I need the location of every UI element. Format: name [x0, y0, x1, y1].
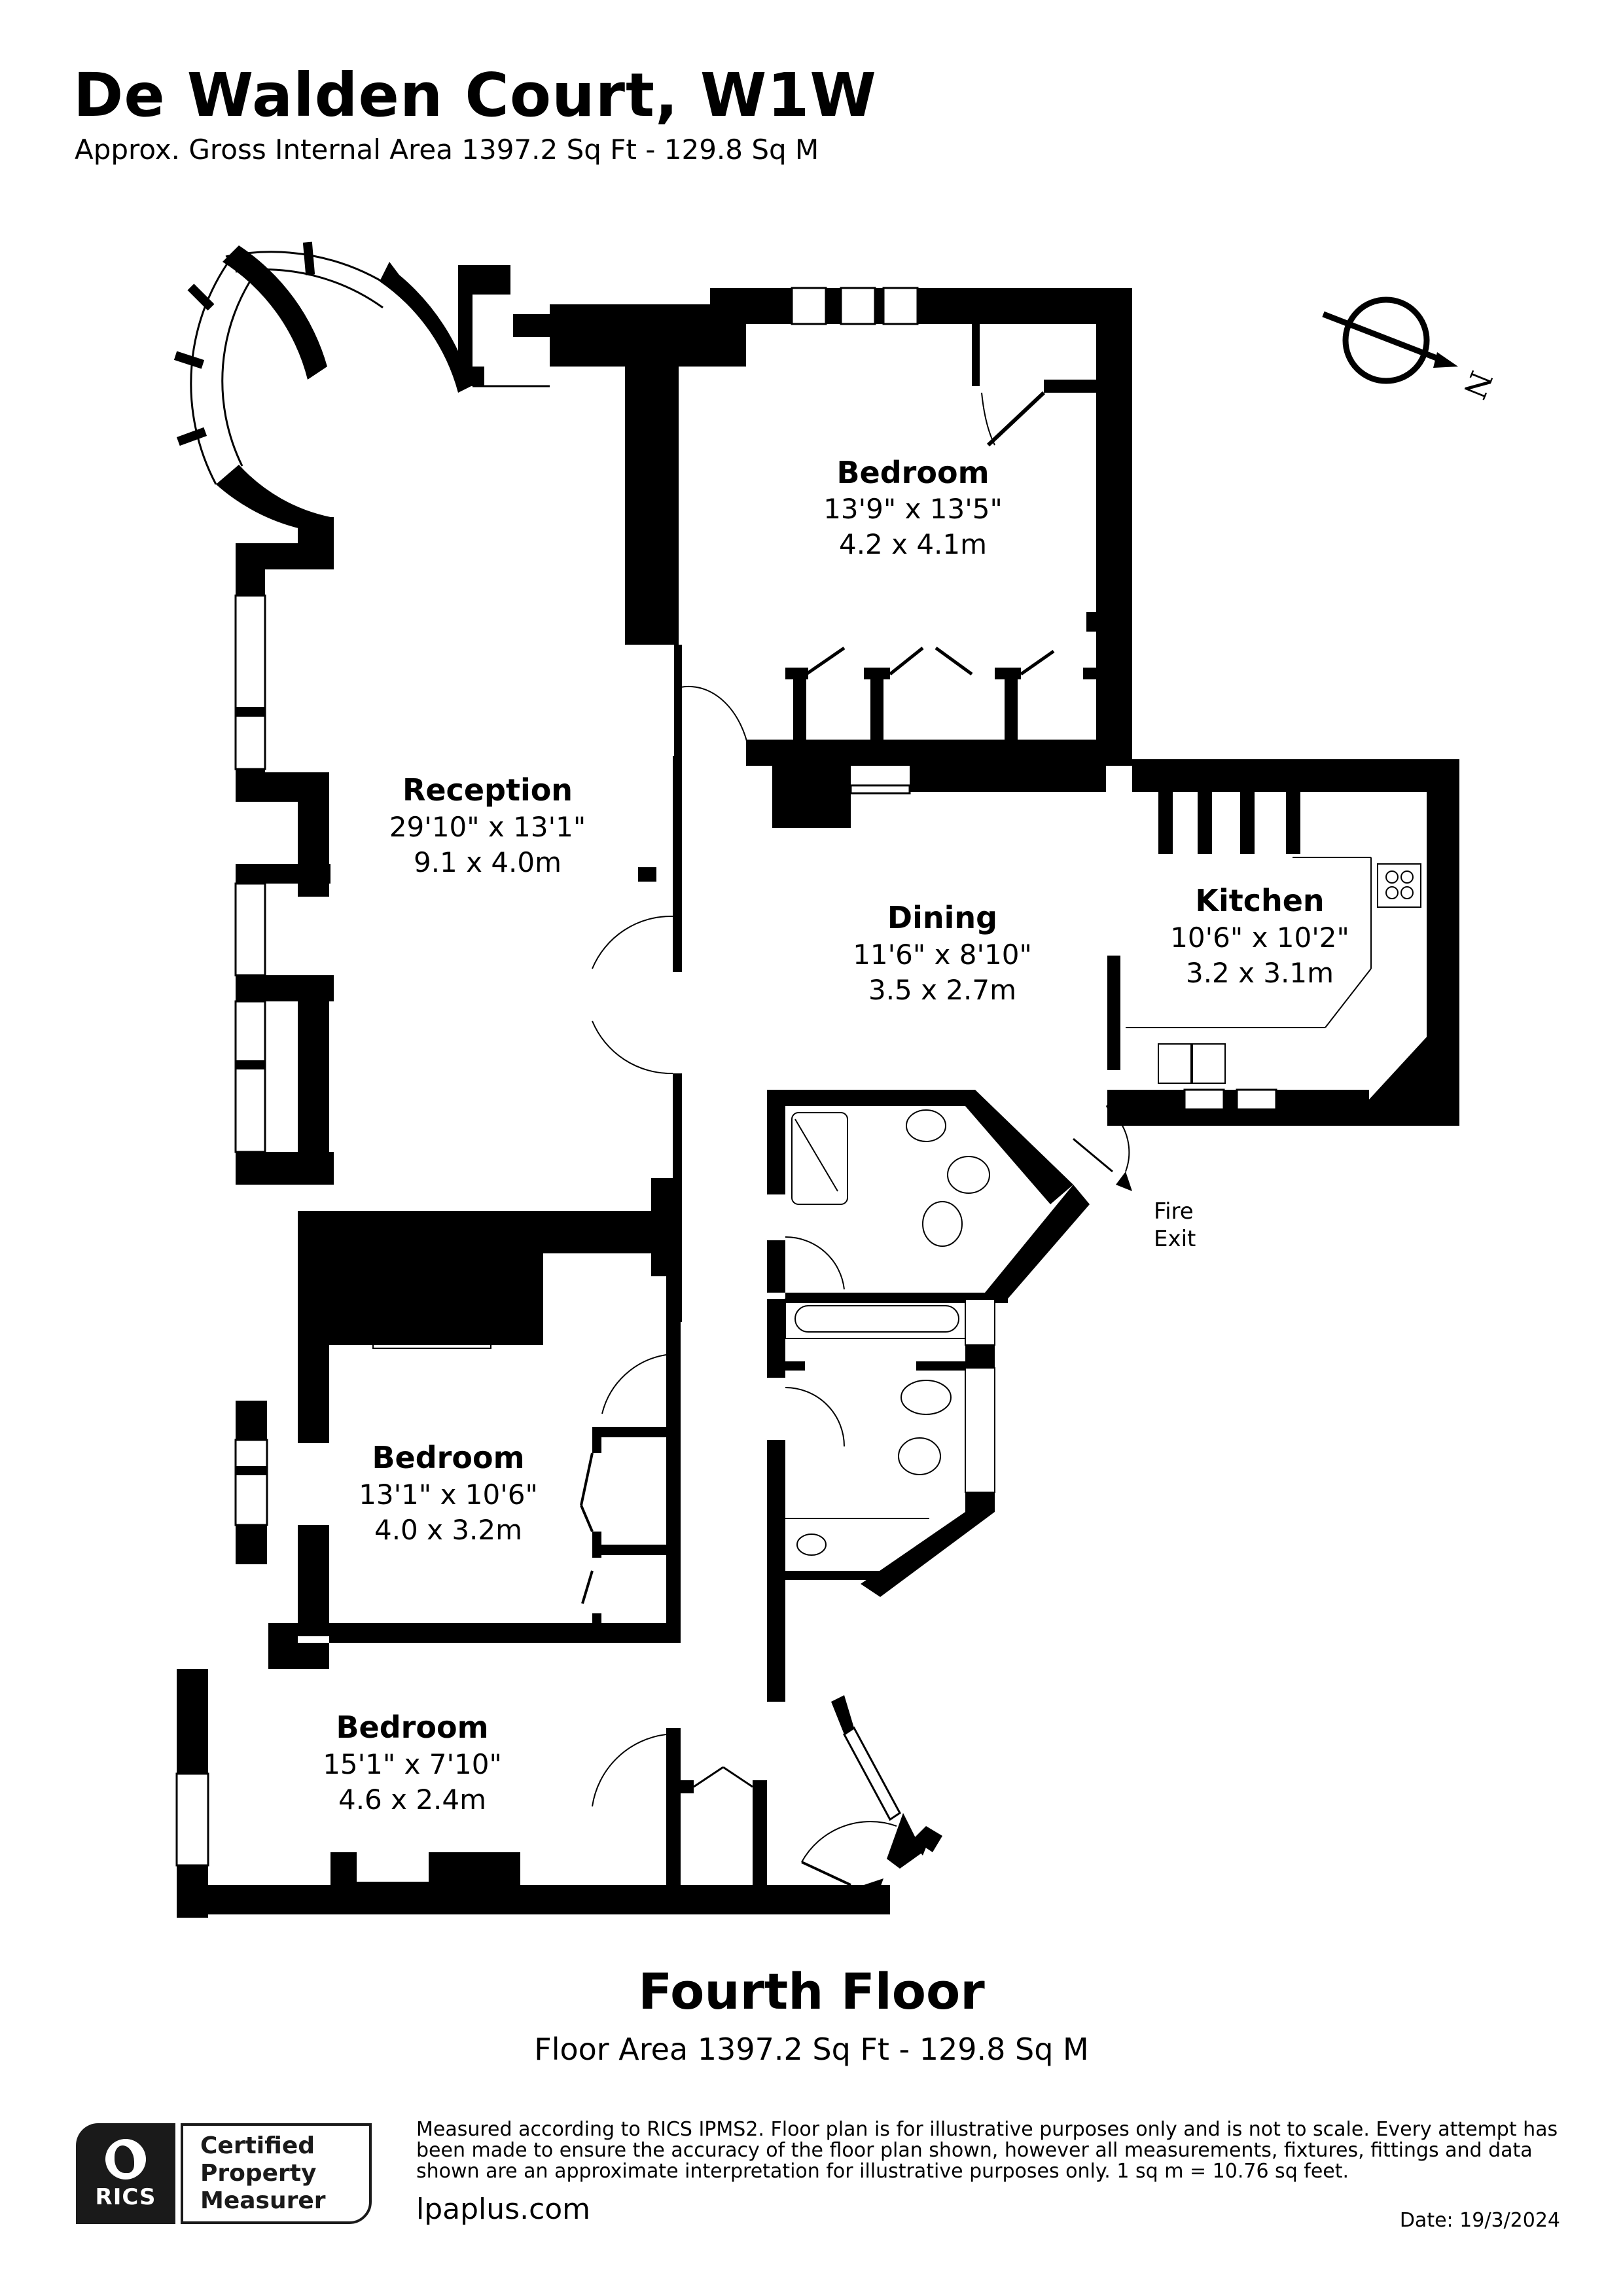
svg-text:10'6" x 10'2": 10'6" x 10'2"	[1170, 922, 1349, 954]
rics-certified-badge: RICS Certified Property Measurer	[76, 2123, 377, 2224]
room-label-reception: Reception 29'10" x 13'1" 9.1 x 4.0m	[389, 772, 586, 878]
svg-text:Dining: Dining	[887, 900, 997, 935]
rics-badge-text: Certified Property Measurer	[181, 2123, 372, 2224]
svg-text:Bedroom: Bedroom	[836, 455, 989, 490]
svg-text:13'9" x 13'5": 13'9" x 13'5"	[823, 493, 1003, 525]
svg-text:Reception: Reception	[402, 772, 573, 808]
north-label: N	[1457, 366, 1499, 404]
floor-title: Fourth Floor	[638, 1962, 985, 2020]
svg-text:Bedroom: Bedroom	[336, 1710, 488, 1745]
plan-date: Date: 19/3/2024	[1399, 2209, 1560, 2232]
room-label-bedroom-3: Bedroom 15'1" x 7'10" 4.6 x 2.4m	[323, 1710, 502, 1816]
lion-icon	[105, 2139, 146, 2179]
walls	[173, 242, 1459, 1918]
svg-text:13'1" x 10'6": 13'1" x 10'6"	[359, 1479, 538, 1511]
gross-internal-area: Approx. Gross Internal Area 1397.2 Sq Ft…	[75, 134, 819, 166]
svg-text:Kitchen: Kitchen	[1195, 883, 1324, 918]
room-label-kitchen: Kitchen 10'6" x 10'2" 3.2 x 3.1m	[1170, 883, 1349, 989]
svg-text:Fire: Fire	[1154, 1198, 1194, 1225]
disclaimer: Measured according to RICS IPMS2. Floor …	[416, 2118, 1558, 2183]
property-title: De Walden Court, W1W	[73, 60, 877, 130]
rics-logo: RICS	[76, 2123, 175, 2224]
svg-text:4.6 x 2.4m: 4.6 x 2.4m	[338, 1784, 486, 1816]
svg-text:3.5 x 2.7m: 3.5 x 2.7m	[868, 974, 1016, 1006]
room-label-bedroom-1: Bedroom 13'9" x 13'5" 4.2 x 4.1m	[823, 455, 1003, 560]
rics-logo-text: RICS	[95, 2184, 156, 2210]
badge-line-1: Certified	[200, 2132, 315, 2159]
svg-text:11'6" x 8'10": 11'6" x 8'10"	[853, 939, 1032, 971]
badge-line-2: Property	[200, 2160, 317, 2187]
svg-text:3.2 x 3.1m: 3.2 x 3.1m	[1186, 957, 1334, 989]
floor-area: Floor Area 1397.2 Sq Ft - 129.8 Sq M	[534, 2032, 1089, 2067]
svg-text:Exit: Exit	[1154, 1226, 1196, 1252]
badge-line-3: Measurer	[200, 2187, 326, 2214]
room-label-bedroom-2: Bedroom 13'1" x 10'6" 4.0 x 3.2m	[359, 1440, 538, 1546]
room-label-dining: Dining 11'6" x 8'10" 3.5 x 2.7m	[853, 900, 1032, 1006]
north-arrow-icon: N	[1322, 296, 1499, 404]
svg-text:4.2 x 4.1m: 4.2 x 4.1m	[839, 528, 987, 560]
svg-text:4.0 x 3.2m: 4.0 x 3.2m	[374, 1514, 522, 1546]
svg-text:15'1" x 7'10": 15'1" x 7'10"	[323, 1748, 502, 1780]
fire-exit-label: Fire Exit	[1154, 1198, 1196, 1252]
svg-text:29'10" x 13'1": 29'10" x 13'1"	[389, 811, 586, 843]
website-link[interactable]: lpaplus.com	[416, 2193, 591, 2226]
svg-text:9.1 x 4.0m: 9.1 x 4.0m	[414, 846, 562, 878]
svg-text:Bedroom: Bedroom	[372, 1440, 524, 1475]
